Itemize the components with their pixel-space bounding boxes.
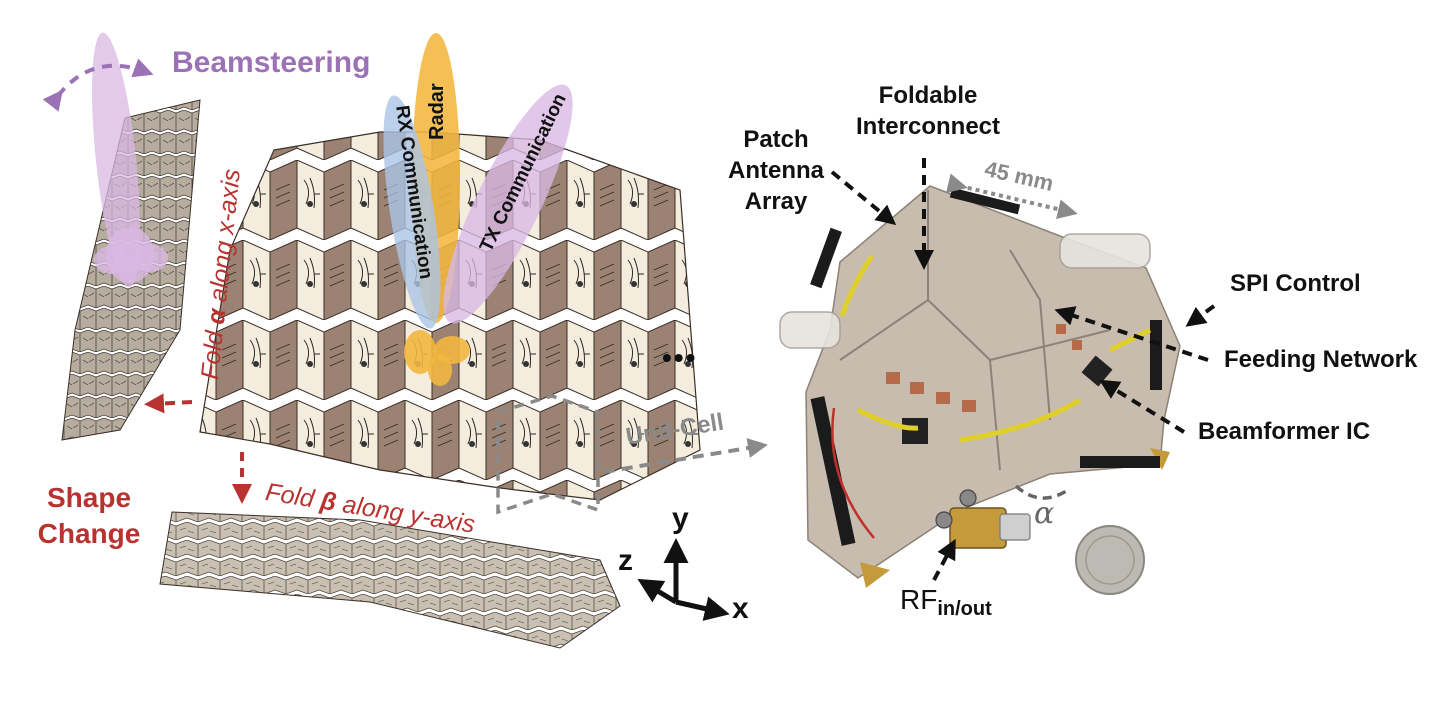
axis-x-label: x xyxy=(732,592,749,625)
axis-triad xyxy=(637,538,730,621)
folded-y-array xyxy=(159,511,621,649)
unit-cell-highlight xyxy=(496,394,768,515)
beamformer-ic-arrow xyxy=(1099,379,1186,434)
pin-header xyxy=(1150,320,1162,390)
fold-alpha-arrow xyxy=(144,393,193,414)
feeding-network-label: Feeding Network xyxy=(1224,346,1418,373)
patch-antenna xyxy=(1072,340,1082,350)
axis-z-label: z xyxy=(618,544,633,577)
tx-beam xyxy=(443,84,573,324)
radar-label: Radar xyxy=(426,83,448,140)
patch-antenna-arrow xyxy=(830,170,897,226)
rf-connector xyxy=(949,507,1007,549)
spi-control-label: SPI Control xyxy=(1230,270,1361,297)
beamformer-chip xyxy=(1081,355,1113,387)
patch-antenna xyxy=(886,372,900,384)
feeding-network-arrow xyxy=(1054,306,1209,362)
beamsteering-label: Beamsteering xyxy=(172,46,371,79)
patch-antenna xyxy=(910,382,924,394)
beamformer-chip xyxy=(902,418,928,444)
patch-antenna-array-label: Patch Antenna Array xyxy=(728,126,824,215)
shape-change-label: Shape Change xyxy=(37,482,141,549)
rf-in-out-label: RFin/out xyxy=(900,584,992,620)
patch-antenna xyxy=(936,392,950,404)
alpha-angle-arc xyxy=(1014,484,1069,500)
device-photo xyxy=(779,185,1181,588)
patch-antenna xyxy=(1056,324,1066,334)
rf-arrow xyxy=(932,538,956,581)
foldable-interconnect-label: Foldable Interconnect xyxy=(855,82,1001,140)
beamsteering-lobe xyxy=(42,32,168,288)
spi-control-arrow xyxy=(1185,304,1216,327)
axis-y-label: y xyxy=(672,502,689,535)
alpha-angle-label: α xyxy=(1034,496,1055,531)
coin xyxy=(1075,525,1145,595)
ellipsis: ••• xyxy=(662,342,698,373)
pin-header xyxy=(810,396,856,546)
beamformer-ic-label: Beamformer IC xyxy=(1198,418,1371,445)
pin-header xyxy=(1080,456,1160,468)
patch-antenna xyxy=(962,400,976,412)
dimension-arrow xyxy=(946,173,1078,219)
rx-beam xyxy=(383,95,441,329)
pin-header xyxy=(810,227,842,289)
